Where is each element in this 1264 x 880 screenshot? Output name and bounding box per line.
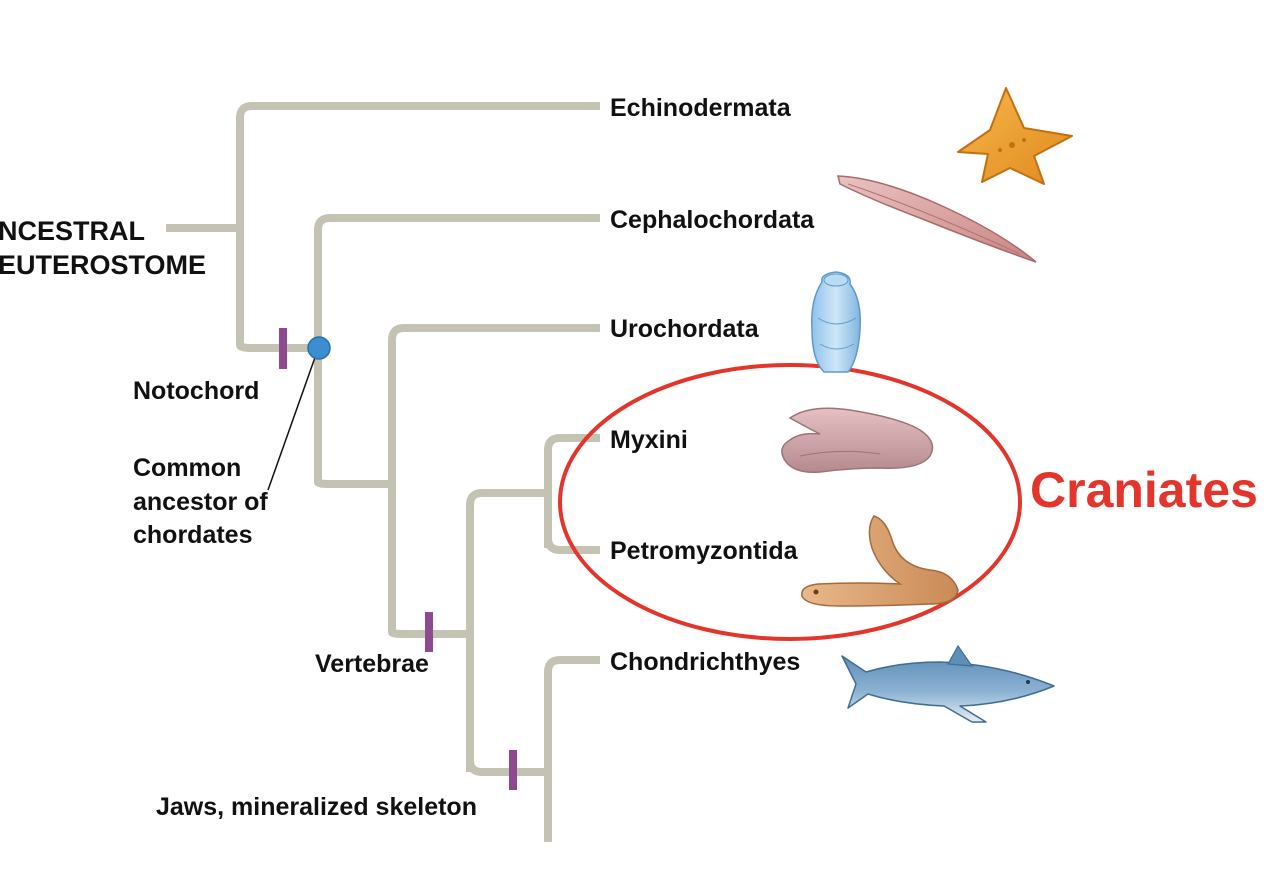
taxon-label-urochordata: Urochordata <box>610 315 760 343</box>
ancestor-pointer-line <box>267 348 319 491</box>
branch-echinodermata <box>236 102 600 345</box>
branch-myxini <box>544 434 600 548</box>
trait-label-jaws: Jaws, mineralized skeleton <box>156 793 477 821</box>
tunicate-icon <box>810 271 862 373</box>
trait-label-common-ancestor-1: Common <box>133 454 241 482</box>
branch-notochord-stem <box>236 342 318 352</box>
hagfish-icon <box>781 407 934 474</box>
branch-vertebrae-stem <box>388 629 470 638</box>
branch-chordate-stem <box>314 479 392 488</box>
taxon-label-cephalochordata: Cephalochordata <box>610 206 815 234</box>
trait-label-common-ancestor-2: ancestor of <box>133 488 268 516</box>
branch-jaws-stem <box>466 759 548 776</box>
taxon-label-echinodermata: Echinodermata <box>610 94 792 122</box>
root-label-line-2: EUTEROSTOME <box>0 250 206 280</box>
starfish-icon <box>957 87 1073 185</box>
root-label-line-1: NCESTRAL <box>0 216 145 246</box>
branch-chondrichthyes <box>544 656 600 842</box>
taxon-label-petromyzontida: Petromyzontida <box>610 537 799 565</box>
taxon-label-myxini: Myxini <box>610 426 688 454</box>
taxon-label-chondrichthyes: Chondrichthyes <box>610 648 800 676</box>
lamprey-icon <box>801 515 959 607</box>
branch-cyclostome-stem <box>466 489 548 772</box>
craniates-label: Craniates <box>1030 462 1258 518</box>
trait-label-notochord: Notochord <box>133 377 259 405</box>
tree-branches <box>166 102 600 842</box>
trait-label-common-ancestor-3: chordates <box>133 521 252 549</box>
branch-petromyzontida <box>544 493 600 554</box>
lancelet-icon <box>837 175 1037 263</box>
craniates-highlight-ellipse <box>558 363 1022 641</box>
shark-icon <box>841 644 1055 723</box>
branch-cephalochordata <box>314 214 600 482</box>
trait-label-vertebrae: Vertebrae <box>315 650 429 678</box>
common-ancestor-node <box>307 336 331 360</box>
branch-urochordata <box>388 324 600 632</box>
